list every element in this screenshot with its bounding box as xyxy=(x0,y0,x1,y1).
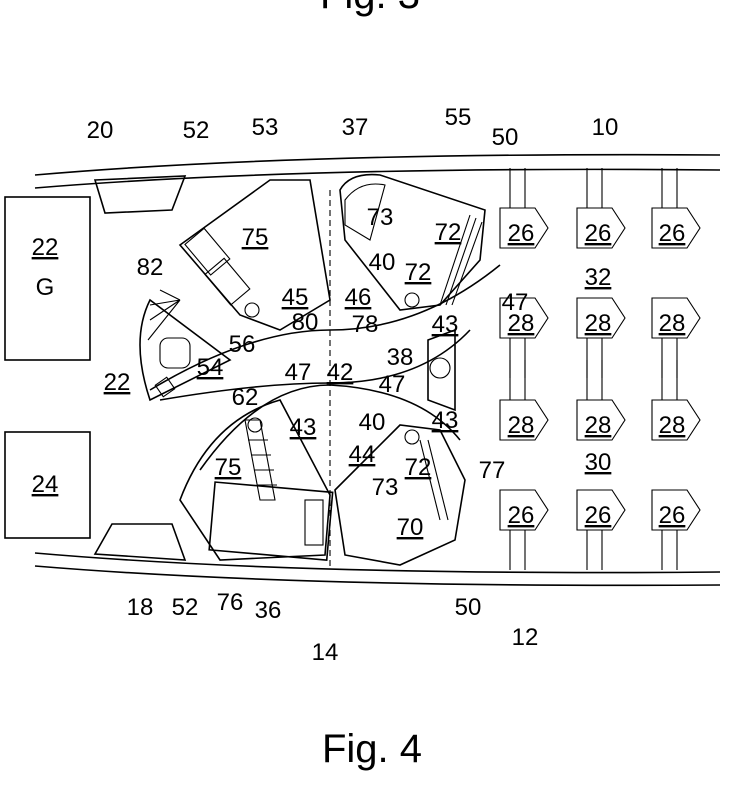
seat-back xyxy=(509,168,526,208)
figure-top-caption: Fig. 3 xyxy=(320,0,420,17)
reference-label: 52 xyxy=(183,117,210,144)
reference-label: 10 xyxy=(592,114,619,141)
seat-back xyxy=(661,360,678,400)
element-20 xyxy=(93,175,187,214)
upper-suite xyxy=(178,173,486,331)
reference-label: 14 xyxy=(312,639,339,666)
reference-label: 53 xyxy=(252,114,279,141)
reference-label: G xyxy=(36,274,55,301)
reference-label: 80 xyxy=(292,309,319,336)
reference-label: 28 xyxy=(508,412,535,439)
reference-label: 76 xyxy=(217,589,244,616)
seat xyxy=(651,297,701,339)
seat xyxy=(499,489,549,531)
reference-label: 24 xyxy=(32,471,59,498)
reference-label: 26 xyxy=(508,220,535,247)
seat xyxy=(576,297,626,339)
reference-label: 72 xyxy=(405,259,432,286)
reference-label: 70 xyxy=(397,514,424,541)
seat-back xyxy=(661,530,678,570)
reference-label: 73 xyxy=(372,474,399,501)
seat-back xyxy=(586,530,603,570)
seat-back xyxy=(661,168,678,208)
reference-label: 42 xyxy=(327,359,354,386)
element-18 xyxy=(93,523,187,561)
seat xyxy=(499,297,549,339)
reference-label: 40 xyxy=(369,249,396,276)
reference-label: 46 xyxy=(345,284,372,311)
reference-label: 26 xyxy=(585,502,612,529)
reference-label: 26 xyxy=(659,220,686,247)
galley-22 xyxy=(4,196,91,361)
aisle-curves xyxy=(139,190,501,570)
reference-label: 55 xyxy=(445,104,472,131)
reference-label: 75 xyxy=(215,454,242,481)
reference-label: 26 xyxy=(508,502,535,529)
lavatory-24 xyxy=(4,431,91,539)
center-console xyxy=(427,328,456,412)
reference-label: 38 xyxy=(387,344,414,371)
reference-label: 18 xyxy=(127,594,154,621)
seat xyxy=(576,207,626,249)
seat xyxy=(651,399,701,441)
fuselage-walls xyxy=(34,153,721,587)
reference-label: 44 xyxy=(349,441,376,468)
reference-label: 45 xyxy=(282,284,309,311)
reference-label: 26 xyxy=(659,502,686,529)
seat-back xyxy=(586,360,603,400)
reference-label: 22 xyxy=(32,234,59,261)
reference-label: 56 xyxy=(229,331,256,358)
seat-rows xyxy=(499,168,701,570)
figure-caption: Fig. 4 xyxy=(322,727,422,771)
reference-label: 28 xyxy=(508,310,535,337)
reference-label: 43 xyxy=(432,311,459,338)
reference-label: 52 xyxy=(172,594,199,621)
reference-label: 28 xyxy=(659,310,686,337)
seat xyxy=(576,489,626,531)
reference-label: 40 xyxy=(359,409,386,436)
reference-label: 50 xyxy=(492,124,519,151)
seat-back xyxy=(509,530,526,570)
reference-label: 50 xyxy=(455,594,482,621)
seat-back xyxy=(586,338,603,378)
reference-label: 12 xyxy=(512,624,539,651)
seat xyxy=(651,207,701,249)
seat-back xyxy=(509,360,526,400)
seat-back xyxy=(586,168,603,208)
reference-label: 28 xyxy=(659,412,686,439)
reference-label: 47 xyxy=(502,289,529,316)
reference-label: 73 xyxy=(367,204,394,231)
reference-label: 72 xyxy=(405,454,432,481)
reference-label: 36 xyxy=(255,597,282,624)
reference-label: 78 xyxy=(352,311,379,338)
seat xyxy=(499,207,549,249)
reference-label: 62 xyxy=(232,384,259,411)
lower-suite xyxy=(179,399,466,566)
reference-label: 26 xyxy=(585,220,612,247)
reference-label: 75 xyxy=(242,224,269,251)
reference-label: 22 xyxy=(104,369,131,396)
reference-label: 82 xyxy=(137,254,164,281)
seat-back xyxy=(509,338,526,378)
reference-label: 28 xyxy=(585,310,612,337)
reference-label: 43 xyxy=(290,414,317,441)
seat xyxy=(576,399,626,441)
reference-label: 37 xyxy=(342,114,369,141)
reference-label: 20 xyxy=(87,117,114,144)
reference-label: 47 xyxy=(285,359,312,386)
seat xyxy=(499,399,549,441)
reference-label: 47 xyxy=(379,371,406,398)
seat-back xyxy=(661,338,678,378)
reference-label: 32 xyxy=(585,264,612,291)
reference-label: 43 xyxy=(432,407,459,434)
reference-label: 28 xyxy=(585,412,612,439)
seat xyxy=(651,489,701,531)
reference-label: 54 xyxy=(197,354,224,381)
reference-label: 72 xyxy=(435,219,462,246)
reference-label: 30 xyxy=(585,449,612,476)
reference-label: 77 xyxy=(479,457,506,484)
